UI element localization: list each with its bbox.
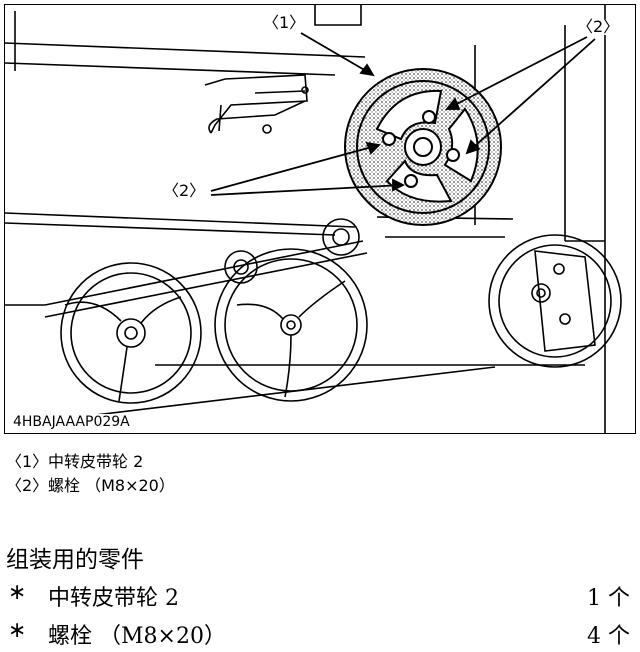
part-quantity: 4 个: [587, 624, 630, 649]
legend-item: 〈2〉螺栓 （M8×20）: [6, 474, 175, 498]
figure-code: 4HBAJAAAP029A: [11, 414, 132, 430]
parts-list-item: ∗ 螺栓 （M8×20） 4 个: [6, 618, 634, 649]
callout-2-left: 〈2〉: [163, 181, 206, 200]
pulley-illustration: 〈1〉 〈2〉 〈2〉 4HBAJAAAP029A: [4, 4, 636, 434]
legend-number: 〈1〉: [6, 452, 49, 471]
parts-title: 组装用的零件: [6, 547, 144, 573]
legend-text: 中转皮带轮 2: [48, 452, 144, 471]
callout-2-top: 〈2〉: [577, 17, 620, 36]
asterisk-icon: ∗: [8, 618, 27, 643]
legend-text: 螺栓 （M8×20）: [48, 476, 175, 495]
part-name: 螺栓 （M8×20）: [48, 624, 226, 649]
part-quantity: 1 个: [587, 586, 630, 611]
legend-item: 〈1〉中转皮带轮 2: [6, 450, 175, 474]
asterisk-icon: ∗: [8, 580, 27, 605]
figure-legend: 〈1〉中转皮带轮 2 〈2〉螺栓 （M8×20）: [6, 450, 175, 498]
machine-drawing: [5, 5, 622, 433]
legend-number: 〈2〉: [6, 476, 49, 495]
part-name: 中转皮带轮 2: [48, 586, 179, 611]
parts-list-item: ∗ 中转皮带轮 2 1 个: [6, 580, 634, 611]
callout-1: 〈1〉: [263, 13, 306, 32]
